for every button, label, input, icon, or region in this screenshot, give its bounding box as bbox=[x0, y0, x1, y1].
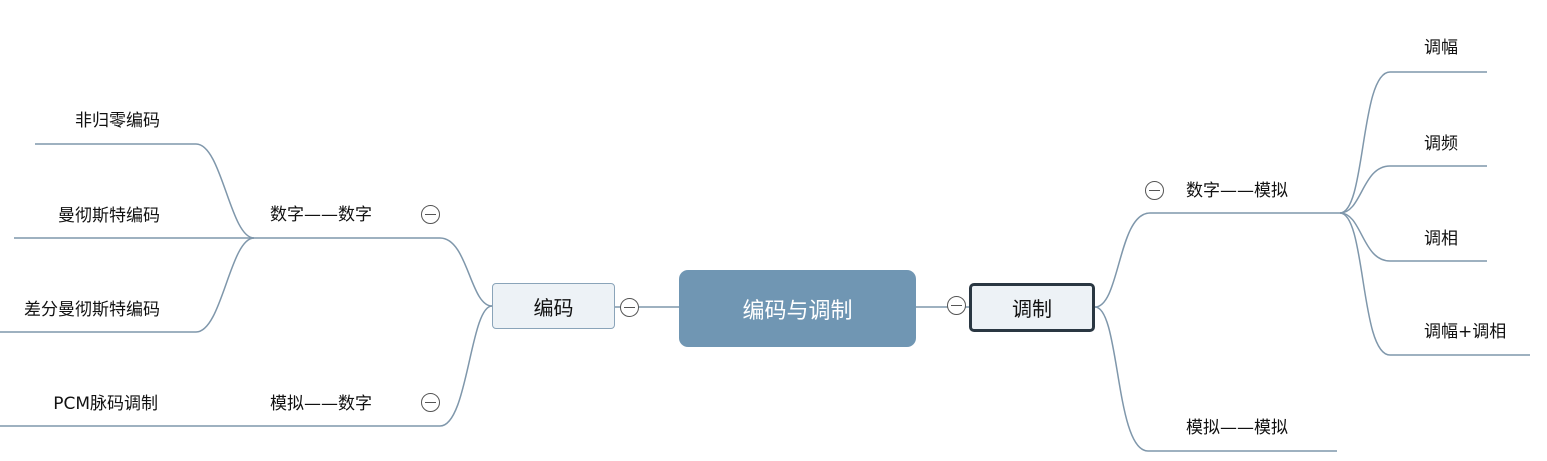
collapse-encode-minus-circle-icon[interactable] bbox=[620, 298, 639, 317]
connector-leaf-pm bbox=[1339, 212, 1487, 262]
leaf-nrz-encoding[interactable]: 非归零编码 bbox=[75, 111, 160, 131]
leaf-fm[interactable]: 调频 bbox=[1424, 134, 1458, 154]
connector-encode-digital bbox=[254, 237, 493, 307]
leaf-differential-manchester-encoding[interactable]: 差分曼彻斯特编码 bbox=[24, 300, 160, 320]
branch-modulate-label: 调制 bbox=[1012, 297, 1052, 321]
connector-leaf-am bbox=[1339, 71, 1487, 214]
group-analog-analog-label[interactable]: 模拟——模拟 bbox=[1186, 418, 1288, 438]
connector-encode-analog bbox=[254, 305, 493, 427]
central-topic[interactable]: 编码与调制 bbox=[679, 270, 916, 347]
connector-leaf-diff-manchester bbox=[0, 237, 255, 333]
central-topic-label: 编码与调制 bbox=[742, 298, 853, 324]
branch-encode-label: 编码 bbox=[533, 295, 574, 320]
collapse-digital-digital-minus-circle-icon[interactable] bbox=[421, 205, 440, 224]
collapse-modulate-minus-circle-icon[interactable] bbox=[947, 296, 966, 315]
branch-encode[interactable]: 编码 bbox=[492, 283, 615, 329]
leaf-manchester-encoding[interactable]: 曼彻斯特编码 bbox=[58, 206, 160, 226]
connector-leaf-am-pm bbox=[1339, 212, 1530, 356]
collapse-digital-analog-minus-circle-icon[interactable] bbox=[1145, 181, 1164, 200]
leaf-am-pm[interactable]: 调幅+调相 bbox=[1424, 322, 1507, 342]
group-digital-analog-label[interactable]: 数字——模拟 bbox=[1186, 181, 1288, 201]
group-digital-digital-label[interactable]: 数字——数字 bbox=[270, 205, 372, 225]
branch-modulate[interactable]: 调制 bbox=[969, 283, 1095, 332]
leaf-am[interactable]: 调幅 bbox=[1424, 38, 1458, 58]
group-analog-digital-label[interactable]: 模拟——数字 bbox=[270, 394, 372, 414]
leaf-pcm-modulation[interactable]: PCM脉码调制 bbox=[53, 394, 158, 414]
connector-modulate-analog bbox=[1094, 306, 1337, 452]
collapse-analog-digital-minus-circle-icon[interactable] bbox=[421, 393, 440, 412]
leaf-pm[interactable]: 调相 bbox=[1424, 229, 1458, 249]
connector-modulate-digital bbox=[1094, 212, 1340, 308]
connector-leaf-fm bbox=[1339, 165, 1487, 214]
connector-leaf-nrz bbox=[35, 143, 255, 239]
